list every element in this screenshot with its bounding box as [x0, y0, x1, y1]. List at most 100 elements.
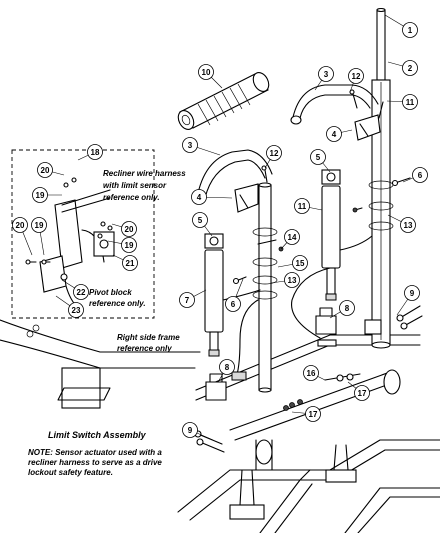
- callout-7: 7: [179, 292, 195, 308]
- callout-circle: [225, 296, 241, 312]
- callout-number: 19: [35, 221, 44, 230]
- callout-19: 19: [121, 237, 137, 253]
- callout-number: 16: [307, 369, 316, 378]
- callout-1: 1: [402, 22, 418, 38]
- callout-number: 4: [197, 193, 202, 202]
- callout-number: 11: [406, 98, 415, 107]
- callout-20: 20: [121, 221, 137, 237]
- callout-number: 19: [125, 241, 134, 250]
- callout-9: 9: [182, 422, 198, 438]
- callout-circle: [412, 167, 428, 183]
- callout-number: 8: [225, 363, 230, 372]
- callout-circle: [12, 217, 28, 233]
- note-label: NOTE:: [28, 448, 53, 457]
- frame-note-line1: Right side frame: [117, 333, 180, 342]
- callout-circle: [192, 212, 208, 228]
- callout-circle: [198, 64, 214, 80]
- pivot-block-left: [205, 371, 247, 401]
- assembly-title: Limit Switch Assembly: [48, 430, 147, 440]
- callout-8: 8: [339, 300, 355, 316]
- push-handle-right: [290, 84, 379, 125]
- callout-8: 8: [219, 359, 235, 375]
- callout-number: 20: [41, 166, 50, 175]
- callout-number: 9: [188, 426, 193, 435]
- callout-18: 18: [87, 144, 103, 160]
- callout-number: 20: [125, 225, 134, 234]
- note-text-1: Sensor actuator used with a: [53, 448, 162, 457]
- callout-12: 12: [266, 145, 282, 161]
- callout-number: 6: [418, 171, 423, 180]
- callout-circle: [121, 237, 137, 253]
- safety-note-line3: lockout safety feature.: [28, 468, 113, 477]
- callout-number: 17: [358, 389, 367, 398]
- callout-circle: [402, 60, 418, 76]
- callout-5: 5: [310, 149, 326, 165]
- callout-number: 3: [188, 141, 193, 150]
- harness-note-line1: Recliner wire harness: [103, 169, 186, 178]
- callout-number: 20: [16, 221, 25, 230]
- callout-circle: [402, 94, 418, 110]
- safety-note-line2: recliner harness to serve as a drive: [28, 458, 162, 467]
- top-mount-right: [321, 169, 341, 185]
- limit-switch-parts: [25, 177, 115, 309]
- callout-circle: [68, 302, 84, 318]
- callout-circle: [31, 217, 47, 233]
- callout-10: 10: [198, 64, 214, 80]
- callout-5: 5: [192, 212, 208, 228]
- callout-circle: [310, 149, 326, 165]
- callout-22: 22: [73, 284, 89, 300]
- callout-number: 13: [404, 221, 413, 230]
- callout-circle: [318, 66, 334, 82]
- callout-circle: [73, 284, 89, 300]
- callout-21: 21: [122, 255, 138, 271]
- callout-13: 13: [400, 217, 416, 233]
- callout-number: 6: [231, 300, 236, 309]
- callout-circle: [292, 255, 308, 271]
- callout-number: 3: [324, 70, 329, 79]
- callout-circle: [404, 285, 420, 301]
- callout-14: 14: [284, 229, 300, 245]
- callout-11: 11: [402, 94, 418, 110]
- callout-number: 4: [332, 130, 337, 139]
- callout-circle: [37, 162, 53, 178]
- callout-2: 2: [402, 60, 418, 76]
- callout-number: 12: [270, 149, 279, 158]
- callout-number: 21: [126, 259, 135, 268]
- callout-6: 6: [412, 167, 428, 183]
- callout-circle: [402, 22, 418, 38]
- callout-number: 23: [72, 306, 81, 315]
- callout-circle: [284, 272, 300, 288]
- pins: [261, 89, 384, 183]
- callout-13: 13: [284, 272, 300, 288]
- callout-19: 19: [32, 187, 48, 203]
- callout-number: 19: [36, 191, 45, 200]
- callout-number: 2: [408, 64, 413, 73]
- upper-clamp-right: [354, 114, 381, 141]
- pivot-note-line1: Pivot block: [89, 288, 132, 297]
- upper-clamp-left: [234, 183, 259, 213]
- push-handle-left: [196, 149, 273, 199]
- callout-19: 19: [31, 217, 47, 233]
- callout-number: 18: [91, 148, 100, 157]
- callout-11: 11: [294, 198, 310, 214]
- callout-circle: [191, 189, 207, 205]
- harness-note-line3: reference only.: [103, 193, 160, 202]
- callout-number: 15: [296, 259, 305, 268]
- callout-number: 5: [198, 216, 203, 225]
- pivot-note-line2: reference only.: [89, 299, 146, 308]
- callout-number: 11: [298, 202, 307, 211]
- callout-circle: [303, 365, 319, 381]
- callout-number: 13: [288, 276, 297, 285]
- pivot-block-right: [315, 307, 337, 347]
- actuator-right: [291, 185, 373, 339]
- callout-number: 14: [288, 233, 297, 242]
- callout-circle: [122, 255, 138, 271]
- right-back-post: [364, 7, 391, 349]
- callout-circle: [400, 217, 416, 233]
- callout-number: 17: [309, 410, 318, 419]
- callout-circle: [354, 385, 370, 401]
- safety-note-line1: NOTE: Sensor actuator used with a: [28, 448, 162, 457]
- frame-note-line2: reference only: [117, 344, 172, 353]
